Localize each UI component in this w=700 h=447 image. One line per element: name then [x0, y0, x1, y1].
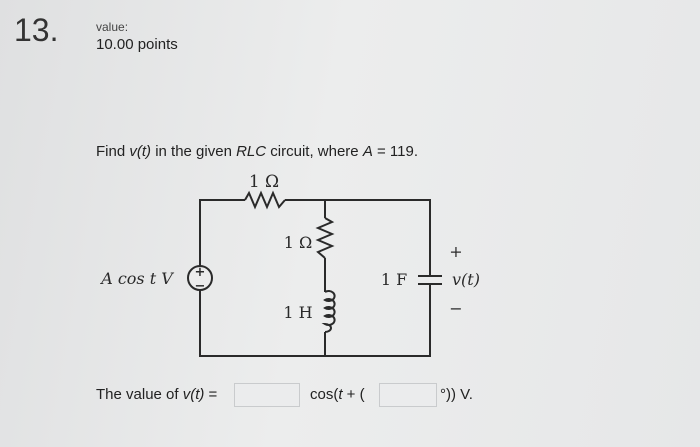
prompt-a: A: [362, 143, 373, 160]
answer-equals: =: [204, 386, 218, 403]
source-plus-sign: +: [195, 265, 206, 280]
prompt-text: Find: [96, 143, 130, 160]
mid-resistor-symbol: [315, 217, 335, 259]
answer-prefix: The value of v(t) =: [96, 386, 217, 403]
phase-input[interactable]: [379, 383, 437, 407]
answer-t: t: [338, 386, 343, 403]
question-number: 13.: [14, 12, 59, 48]
inductor-label: 1 H: [283, 303, 312, 322]
capacitor-symbol: [418, 270, 442, 290]
value-label: value:: [96, 20, 129, 34]
circuit-wires: [199, 199, 431, 357]
points-value: 10.00 points: [96, 36, 178, 53]
prompt-text: circuit, where: [266, 143, 363, 160]
prompt-vt: v(t): [129, 143, 152, 160]
mid-resistor-label: 1 Ω: [284, 233, 313, 252]
answer-prefix-text: The value of: [96, 386, 183, 403]
question-prompt: Find v(t) in the given RLC circuit, wher…: [96, 143, 418, 160]
magnitude-input[interactable]: [234, 383, 300, 407]
answer-cos-text: cos(t + (: [310, 386, 365, 403]
answer-cos-prefix: cos(: [310, 386, 339, 403]
answer-vt: v(t): [182, 386, 205, 403]
top-resistor-symbol: [244, 190, 286, 210]
answer-plus-paren: + (: [342, 386, 365, 403]
output-vt-label: v(t): [452, 270, 480, 289]
output-plus-label: +: [449, 242, 462, 261]
top-resistor-label: 1 Ω: [249, 172, 279, 192]
source-minus-sign: −: [195, 279, 206, 294]
inductor-symbol: [321, 290, 336, 333]
capacitor-label: 1 F: [381, 270, 407, 289]
source-label: A cos t V: [99, 269, 174, 288]
voltage-source-symbol: + −: [187, 265, 213, 294]
output-minus-label: −: [449, 299, 462, 318]
answer-suffix: °)) V.: [440, 386, 473, 403]
prompt-rlc: RLC: [236, 143, 267, 160]
prompt-text: = 119.: [372, 143, 419, 160]
prompt-text: in the given: [151, 143, 237, 160]
